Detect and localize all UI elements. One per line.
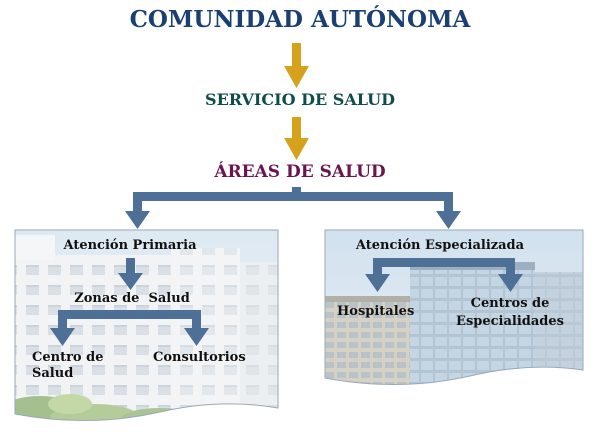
label-consultorios: Consultorios bbox=[153, 350, 246, 365]
level-title-comunidad: COMUNIDAD AUTÓNOMA bbox=[129, 6, 471, 33]
arrow-primaria-to-zonas bbox=[118, 258, 143, 290]
label-atencion-especializada: Atención Especializada bbox=[355, 238, 525, 253]
label-hospitales: Hospitales bbox=[337, 304, 415, 319]
label-centros-de-especialidades-line2: Especialidades bbox=[456, 314, 564, 329]
arrow-level1-to-level2 bbox=[284, 43, 309, 88]
connector-zonas bbox=[50, 310, 209, 346]
level-title-areas: ÁREAS DE SALUD bbox=[214, 162, 386, 182]
connector-areas bbox=[125, 187, 461, 229]
label-atencion-primaria: Atención Primaria bbox=[63, 238, 197, 253]
label-centros-de-especialidades-line1: Centros de bbox=[470, 296, 550, 311]
right-panel-photo bbox=[325, 230, 583, 385]
label-zonas-de-salud: Zonas de Salud bbox=[74, 291, 190, 306]
label-centro-de-salud-line2: Salud bbox=[32, 366, 74, 381]
level-title-servicio: SERVICIO DE SALUD bbox=[205, 90, 395, 109]
connector-especializada bbox=[365, 258, 523, 292]
label-centro-de-salud-line1: Centro de bbox=[32, 350, 104, 365]
arrow-level2-to-level3 bbox=[284, 117, 309, 160]
